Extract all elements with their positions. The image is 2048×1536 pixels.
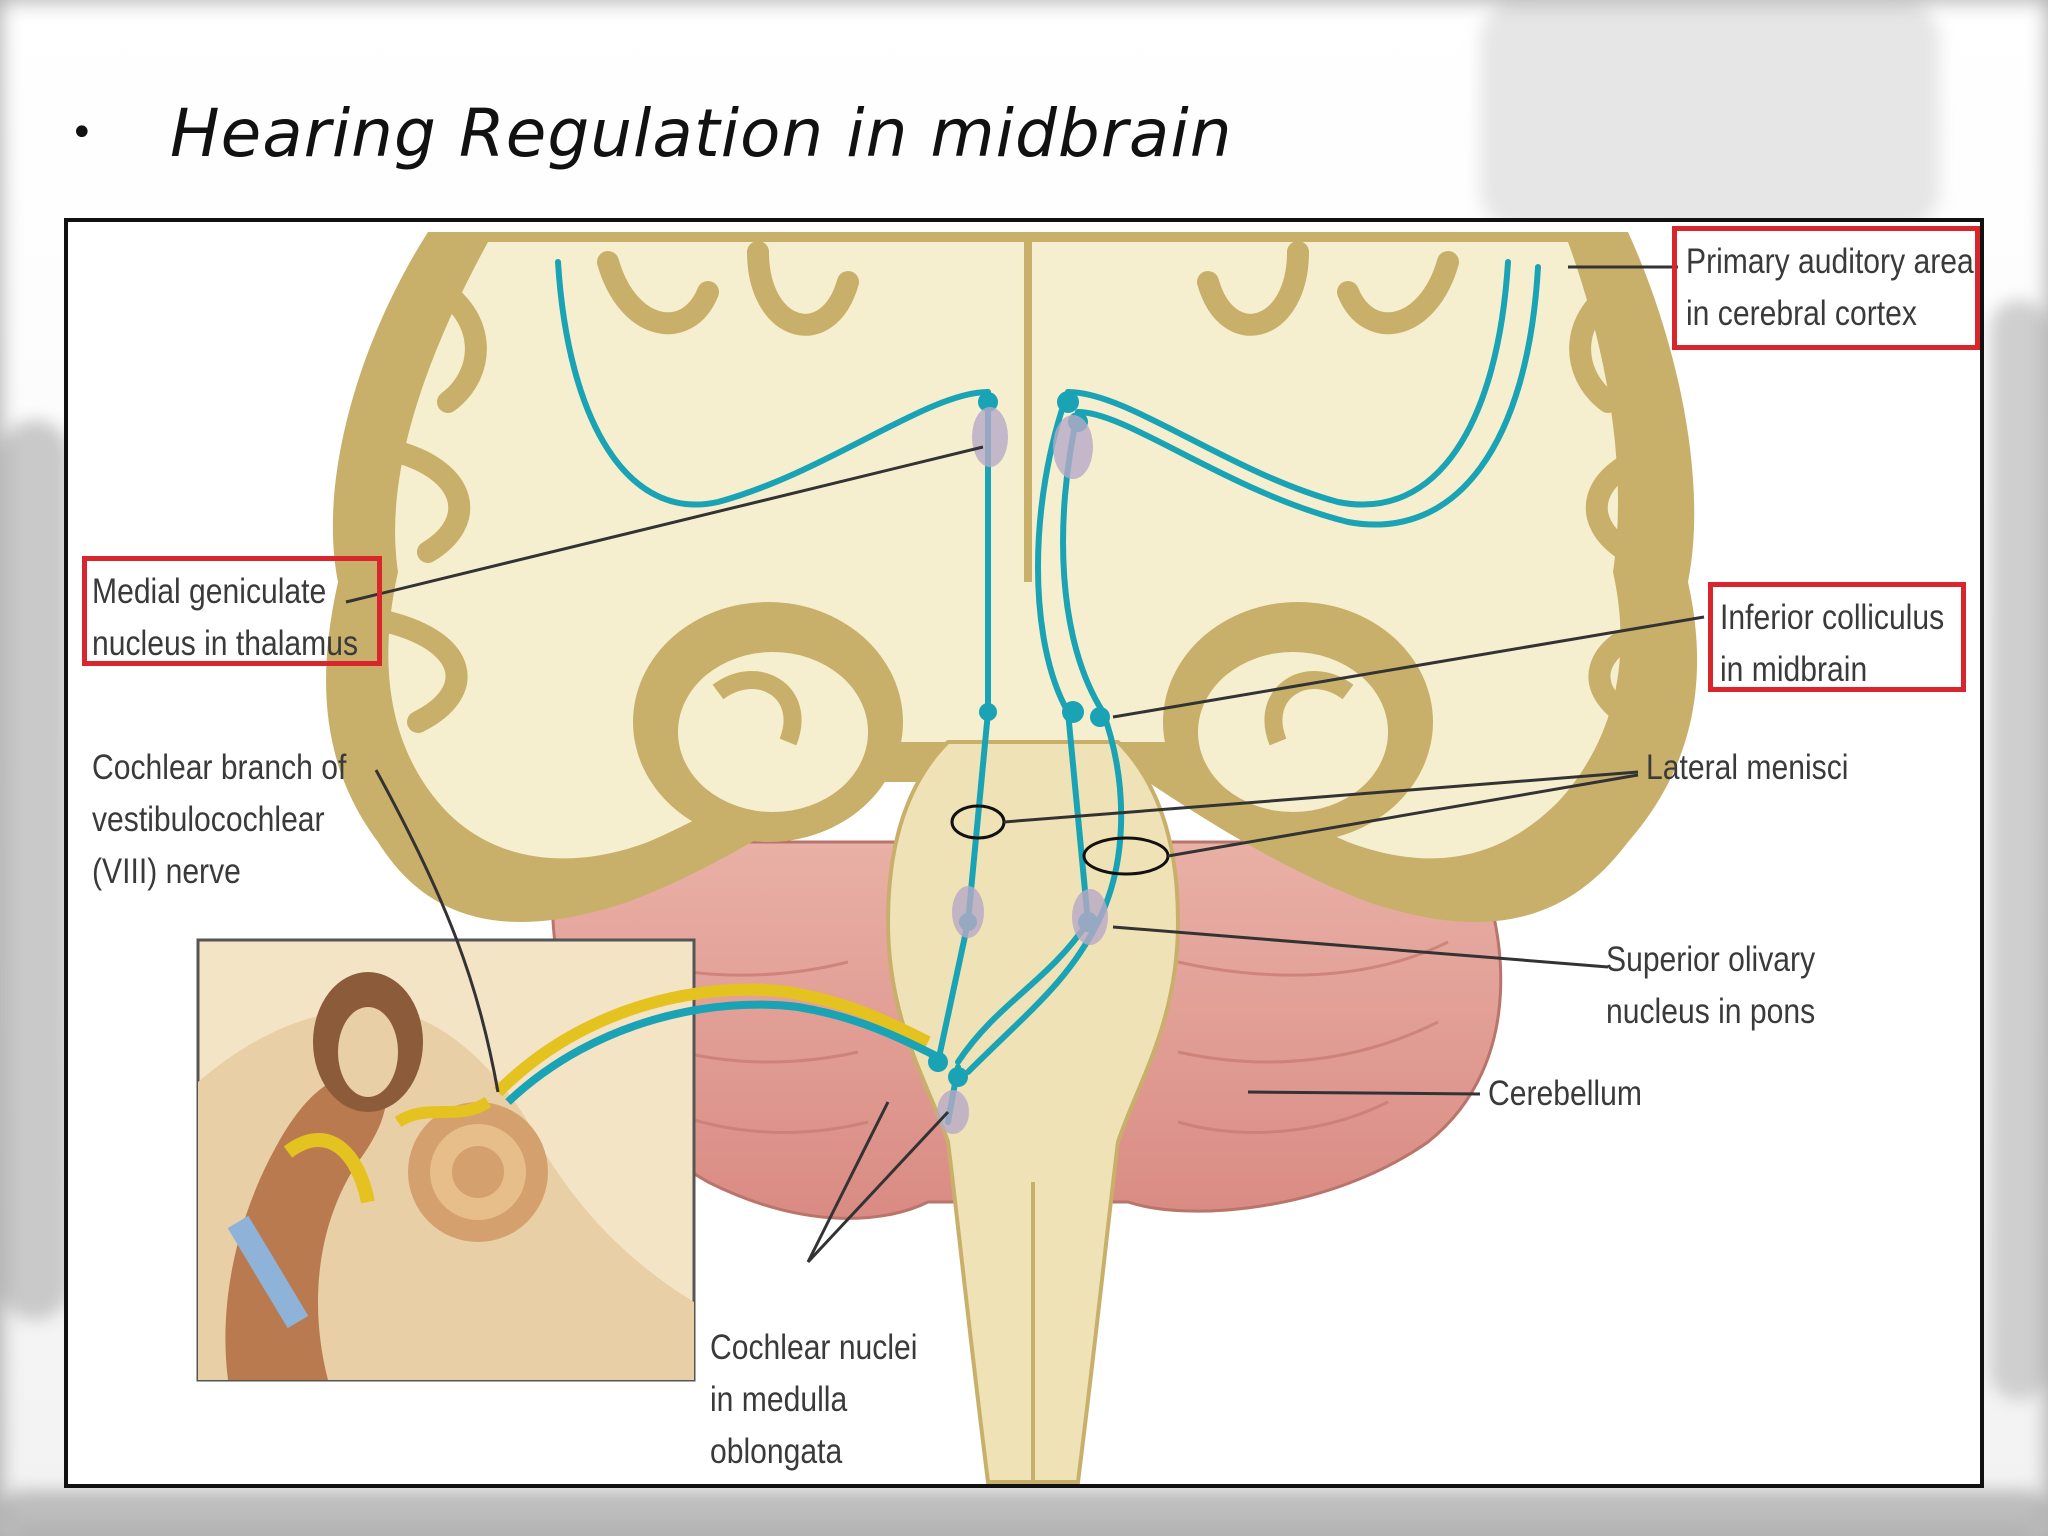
nucleus-spots bbox=[937, 407, 1108, 1134]
label-cochlear-branch-line3: (VIII) nerve bbox=[92, 852, 241, 891]
label-superior-olivary-line1: Superior olivary bbox=[1606, 940, 1816, 979]
leader-lines bbox=[345, 265, 1705, 1264]
label-cochlear-branch: Cochlear branch of vestibulocochlear (VI… bbox=[92, 742, 346, 898]
label-cochlear-nuclei-line3: oblongata bbox=[710, 1432, 843, 1471]
anatomy-figure: Primary auditory area in cerebral cortex… bbox=[64, 218, 1984, 1488]
label-primary-auditory: Primary auditory area in cerebral cortex bbox=[1686, 236, 1974, 340]
label-cochlear-nuclei-line1: Cochlear nuclei bbox=[710, 1328, 918, 1367]
label-inferior-colliculus-line2: in midbrain bbox=[1720, 650, 1868, 689]
label-cochlear-branch-line2: vestibulocochlear bbox=[92, 800, 325, 839]
background-wash-left bbox=[0, 420, 70, 1320]
primary-auditory-highlight bbox=[1672, 226, 1980, 350]
label-primary-auditory-line2: in cerebral cortex bbox=[1686, 294, 1917, 333]
label-cerebellum: Cerebellum bbox=[1488, 1068, 1642, 1120]
label-inferior-colliculus-line1: Inferior colliculus bbox=[1720, 598, 1945, 637]
label-primary-auditory-line1: Primary auditory area bbox=[1686, 242, 1974, 281]
label-inferior-colliculus: Inferior colliculus in midbrain bbox=[1720, 592, 1944, 696]
cerebral-gyri bbox=[377, 241, 1679, 733]
bullet: • bbox=[70, 110, 94, 156]
label-superior-olivary: Superior olivary nucleus in pons bbox=[1606, 934, 1815, 1038]
ear-inset bbox=[196, 938, 696, 1382]
label-cochlear-branch-line1: Cochlear branch of bbox=[92, 748, 347, 787]
inferior-colliculus-highlight bbox=[1708, 582, 1966, 692]
label-medial-geniculate-line2: nucleus in thalamus bbox=[92, 624, 359, 663]
title-row: • Hearing Regulation in midbrain bbox=[70, 88, 1233, 178]
label-medial-geniculate-line1: Medial geniculate bbox=[92, 572, 327, 611]
slide-title: Hearing Regulation in midbrain bbox=[170, 94, 1233, 172]
label-superior-olivary-line2: nucleus in pons bbox=[1606, 992, 1816, 1031]
background-wash-right bbox=[1990, 300, 2048, 1400]
label-cerebellum-line1: Cerebellum bbox=[1488, 1074, 1642, 1113]
temporal-lobes bbox=[633, 602, 1433, 842]
background-wash-top-right bbox=[1480, 0, 1940, 230]
label-lateral-menisci: Lateral menisci bbox=[1646, 742, 1848, 794]
background-wash-bottom bbox=[0, 1490, 2048, 1536]
label-cochlear-nuclei: Cochlear nuclei in medulla oblongata bbox=[710, 1322, 917, 1478]
label-cochlear-nuclei-line2: in medulla bbox=[710, 1380, 848, 1419]
medial-geniculate-highlight bbox=[82, 556, 382, 666]
label-lateral-menisci-line1: Lateral menisci bbox=[1646, 748, 1849, 787]
brain-illustration bbox=[196, 232, 1705, 1484]
label-medial-geniculate: Medial geniculate nucleus in thalamus bbox=[92, 566, 358, 670]
cochlear-nerve bbox=[493, 983, 931, 1097]
